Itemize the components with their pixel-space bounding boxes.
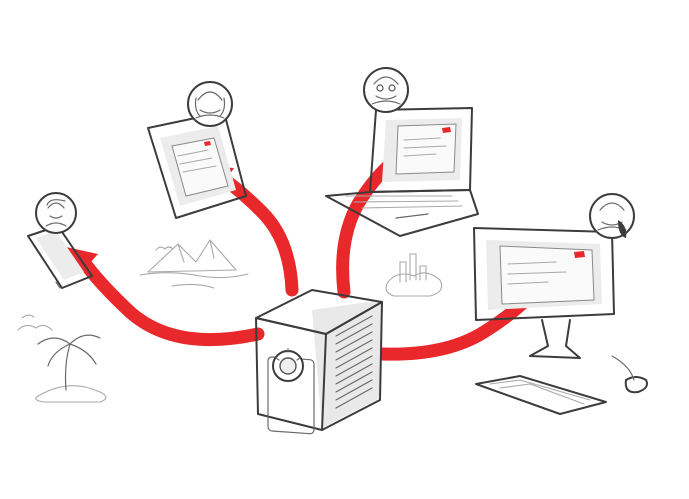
avatar-smartphone-user (35, 192, 77, 234)
arrow-to-smartphone (66, 247, 265, 347)
palm-island-doodle (17, 314, 107, 403)
safe-box-hub (255, 289, 383, 435)
laptop-device (325, 107, 479, 237)
avatar-desktop-user (589, 193, 635, 239)
desktop-computer-device (473, 227, 648, 415)
avatar-tablet-user (187, 81, 233, 127)
tablet-device (147, 111, 247, 219)
safe-dial-icon (272, 348, 304, 382)
safe-vent-lines (335, 315, 373, 409)
mountains-doodle (139, 239, 249, 289)
avatar-laptop-user (363, 67, 409, 113)
city-doodle (385, 253, 443, 297)
